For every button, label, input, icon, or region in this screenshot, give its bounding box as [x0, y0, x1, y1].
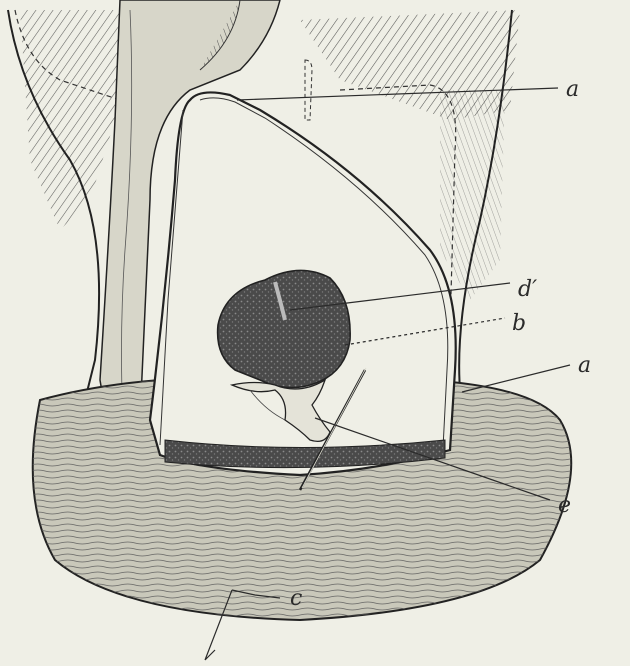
- label-e: e: [558, 493, 571, 518]
- label-d-prime: d′: [518, 277, 537, 302]
- label-a-right: a: [578, 353, 591, 378]
- label-a-top: a: [566, 77, 579, 102]
- leader-a-right: [462, 365, 570, 392]
- label-b: b: [512, 311, 526, 336]
- label-c: c: [290, 586, 302, 611]
